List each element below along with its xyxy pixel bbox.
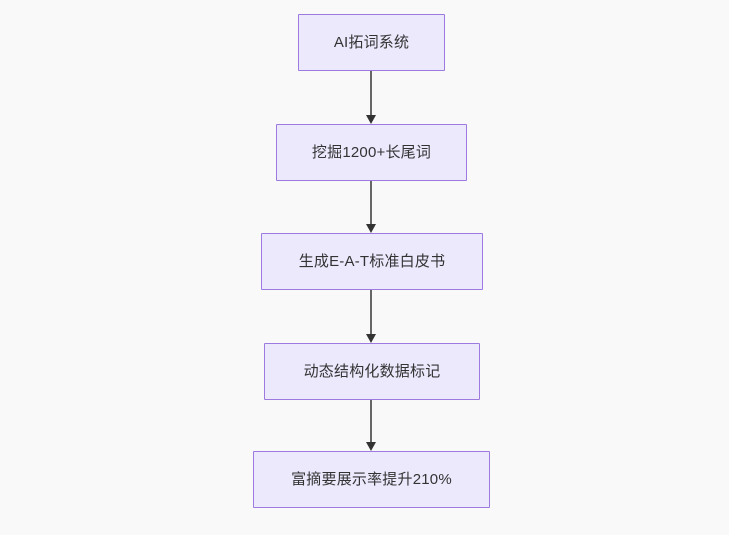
flowchart-node-n1[interactable]: AI拓词系统: [298, 14, 445, 71]
edge-n3-to-n4: [361, 290, 381, 343]
flowchart-node-n4[interactable]: 动态结构化数据标记: [264, 343, 480, 400]
flowchart-node-label: 挖掘1200+长尾词: [311, 144, 432, 161]
flowchart-node-label: 动态结构化数据标记: [303, 363, 441, 380]
flowchart-node-n3[interactable]: 生成E-A-T标准白皮书: [261, 233, 483, 290]
flowchart-node-label: 生成E-A-T标准白皮书: [298, 253, 446, 270]
flowchart-node-n5[interactable]: 富摘要展示率提升210%: [253, 451, 490, 508]
edge-n2-to-n3: [361, 181, 381, 233]
edge-n4-to-n5: [361, 400, 381, 451]
flowchart-node-n2[interactable]: 挖掘1200+长尾词: [276, 124, 467, 181]
flowchart-node-label: AI拓词系统: [333, 34, 410, 51]
flowchart-node-label: 富摘要展示率提升210%: [291, 471, 452, 488]
edge-n1-to-n2: [361, 71, 381, 124]
